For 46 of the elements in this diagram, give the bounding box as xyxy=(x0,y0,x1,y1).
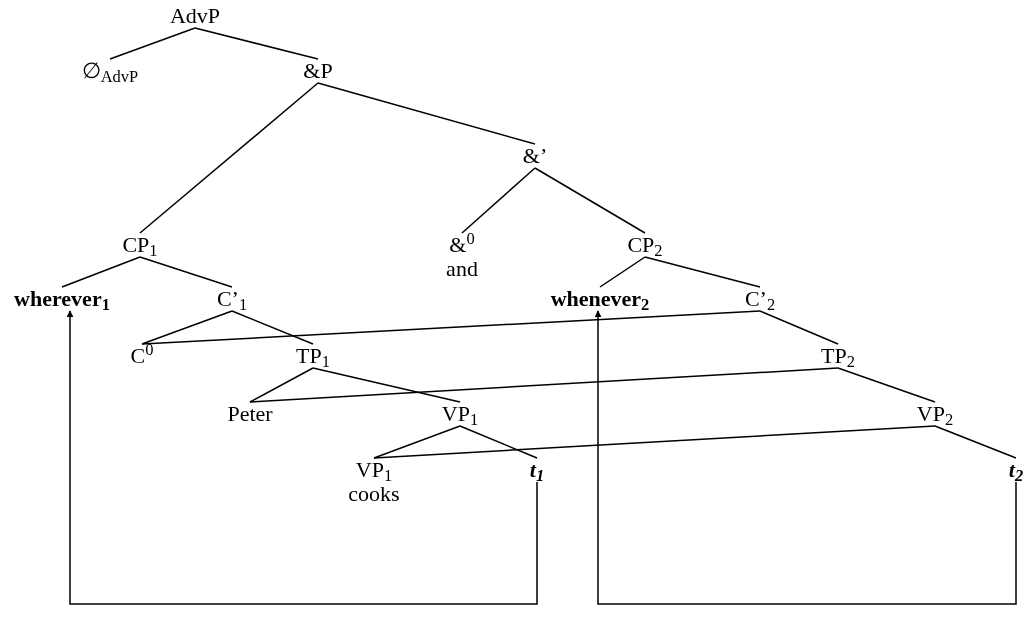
tree-branch xyxy=(373,425,461,459)
tree-branch xyxy=(249,367,839,403)
tree-node-label: TP$_{1}$ xyxy=(296,344,330,368)
movement-arrow xyxy=(66,310,538,605)
tree-branch xyxy=(759,310,839,345)
tree-node-label: ∅$_{AdvP}$ xyxy=(81,59,139,83)
tree-branch xyxy=(231,310,314,345)
tree-branch xyxy=(459,425,538,459)
tree-branch xyxy=(534,167,646,234)
tree-node-label: t$_{1}$ xyxy=(529,458,545,482)
tree-branch xyxy=(837,367,936,403)
tree-branch xyxy=(249,367,314,403)
tree-node-label: &’ xyxy=(522,144,548,168)
word-label: and xyxy=(446,257,478,281)
tree-node-label: wherever$_{1}$ xyxy=(14,287,110,311)
tree-node-label: CP$_{2}$ xyxy=(627,233,663,257)
tree-node-label: Peter xyxy=(227,402,273,426)
tree-branch xyxy=(461,167,536,234)
tree-branch xyxy=(317,82,536,145)
tree-branch xyxy=(141,310,233,345)
movement-arrow xyxy=(594,310,1017,605)
tree-branch xyxy=(194,27,319,60)
tree-branch xyxy=(373,425,936,459)
tree-node-label: CP$_{1}$ xyxy=(122,233,158,257)
tree-node-label: t$_{2}$ xyxy=(1008,458,1024,482)
tree-branch xyxy=(312,367,461,403)
tree-branch xyxy=(109,27,196,60)
tree-node-label: C’$_{1}$ xyxy=(216,287,248,311)
tree-branch xyxy=(141,310,761,345)
tree-branch xyxy=(934,425,1017,459)
tree-node-label: whenever$_{2}$ xyxy=(550,287,650,311)
tree-branch xyxy=(139,256,233,288)
tree-node-label: C$^{0}$ xyxy=(130,344,154,368)
tree-node-label: &P xyxy=(303,59,333,83)
tree-branch xyxy=(61,256,141,288)
tree-node-label: C’$_{2}$ xyxy=(744,287,776,311)
tree-branch xyxy=(139,82,319,234)
tree-node-label: TP$_{2}$ xyxy=(821,344,855,368)
tree-node-label: &$^{0}$ xyxy=(449,233,475,257)
tree-node-label: AdvP xyxy=(169,4,221,28)
word-label: cooks xyxy=(348,482,400,506)
tree-branch xyxy=(644,256,761,288)
tree-branch xyxy=(599,256,646,288)
tree-node-label: VP$_{1}$ xyxy=(441,402,479,426)
tree-node-label: VP$_{2}$ xyxy=(916,402,954,426)
tree-node-label: VP$_{1}$ xyxy=(355,458,393,482)
